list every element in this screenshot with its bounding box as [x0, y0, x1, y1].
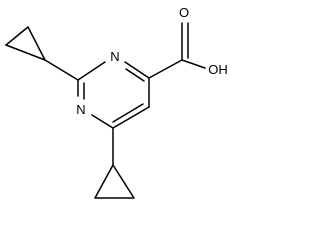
- bond-n3-c4-inner: [125, 68, 145, 82]
- bond-c5-c6: [112, 106, 150, 129]
- bond-n3-c4: [124, 61, 150, 79]
- atom-o-carbonyl: O: [179, 5, 189, 20]
- bond-c6-n1: [91, 114, 114, 129]
- pyrimidine-ring: [77, 61, 150, 129]
- cyclopropyl-top-left-bond-2: [27, 26, 46, 61]
- atom-n-top: N: [110, 49, 119, 64]
- cyclopropyl-bottom: [94, 127, 135, 199]
- bond-c5-c6-inner: [112, 103, 144, 123]
- bond-c-oh: [181, 59, 206, 69]
- bond-c2-n3: [77, 61, 106, 81]
- cyclopropyl-bottom-bond-1: [94, 164, 114, 199]
- cyclopropyl-top-left-bond-3: [5, 26, 29, 46]
- bond-c4-carboxyl: [148, 59, 183, 79]
- bond-c2-cyclopropyl: [44, 59, 79, 81]
- cyclopropyl-top-left: [5, 26, 79, 81]
- cyclopropyl-top-left-bond-1: [5, 44, 46, 61]
- carboxylic-acid-group: [148, 22, 206, 79]
- atom-n-bottom: N: [76, 102, 85, 117]
- chemical-structure: N N O OH: [5, 5, 228, 199]
- cyclopropyl-bottom-bond-2: [112, 164, 135, 199]
- atom-oh: OH: [208, 62, 228, 77]
